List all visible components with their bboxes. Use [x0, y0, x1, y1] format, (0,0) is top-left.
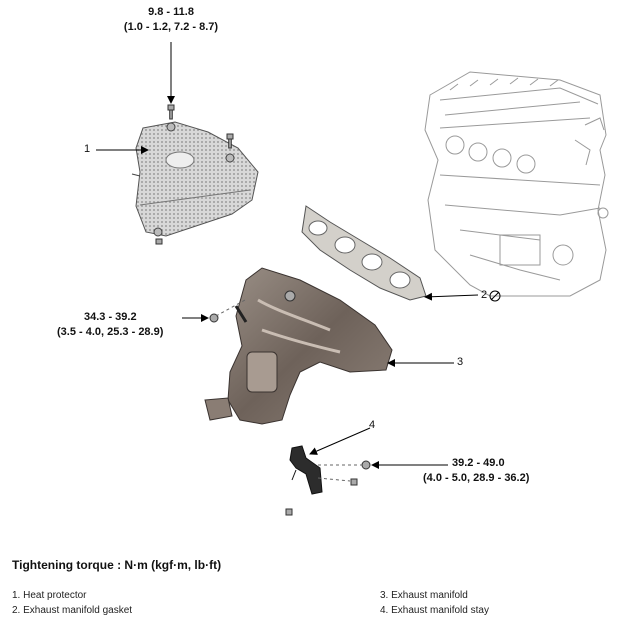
- heat-protector-part: [131, 121, 259, 237]
- callout-4: 4: [369, 419, 376, 431]
- torque-left-value: 34.3 - 39.2: [84, 311, 137, 323]
- callout-1: 1: [84, 143, 91, 155]
- engine-block-illustration: [424, 71, 609, 297]
- manifold-stay-part: [289, 445, 323, 495]
- legend-item-2: 2. Exhaust manifold gasket: [12, 605, 133, 616]
- torque-right-alt: (4.0 - 5.0, 28.9 - 36.2): [423, 472, 530, 484]
- leader-lines: [96, 42, 479, 469]
- legend-item-3: 3. Exhaust manifold: [380, 590, 468, 601]
- legend-item-1: 1. Heat protector: [12, 590, 87, 601]
- callout-2: 2: [481, 289, 488, 301]
- torque-top-value: 9.8 - 11.8: [148, 6, 194, 18]
- no-reuse-icon: [489, 290, 501, 302]
- tightening-torque-title: Tightening torque : N·m (kgf·m, lb·ft): [12, 558, 222, 572]
- manifold-gasket-part: [301, 205, 427, 301]
- callout-3: 3: [457, 356, 464, 368]
- bolt-icons: [155, 104, 371, 516]
- alignment-lines: [215, 299, 362, 482]
- torque-top-alt: (1.0 - 1.2, 7.2 - 8.7): [123, 21, 219, 33]
- torque-right-value: 39.2 - 49.0: [452, 457, 505, 469]
- torque-left-alt: (3.5 - 4.0, 25.3 - 28.9): [57, 326, 164, 338]
- exhaust-manifold-part: [204, 267, 393, 425]
- legend-item-4: 4. Exhaust manifold stay: [380, 605, 489, 616]
